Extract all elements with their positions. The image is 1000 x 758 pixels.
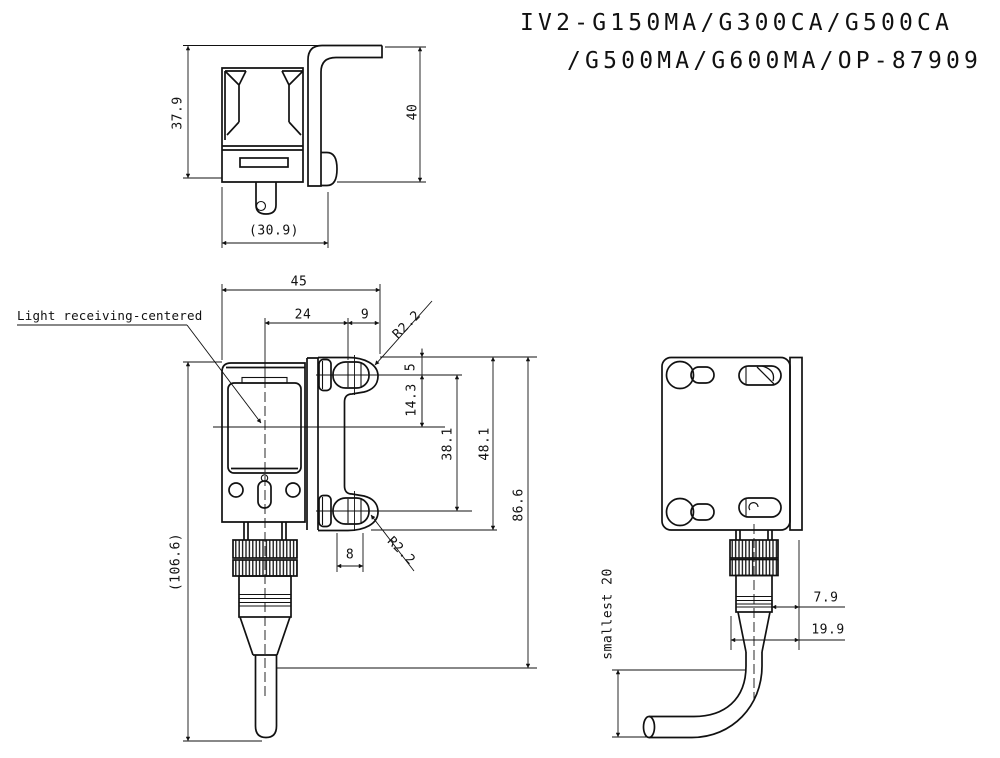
- dim-overall-width: (30.9): [249, 223, 299, 239]
- light-receiving-label: Light receiving-centered: [17, 308, 203, 323]
- dim-lens-center-24: 24: [294, 307, 312, 323]
- dim-slot-8: 8: [345, 547, 355, 563]
- dim-to-connector-866: 86.6: [511, 488, 527, 522]
- dim-width-45: 45: [290, 274, 308, 290]
- dim-depth-199: 19.9: [811, 622, 845, 638]
- front-view-dimensions: [17, 284, 537, 742]
- dim-hole-offset-9: 9: [360, 307, 370, 323]
- dim-body-height: 37.9: [170, 96, 186, 130]
- dim-bracket-height-481: 48.1: [477, 427, 493, 461]
- top-view-part-edges: [221, 44, 383, 215]
- top-view: [183, 44, 426, 248]
- dim-hole-pitch-381: 38.1: [440, 427, 456, 461]
- drawing-title-line-2: /G500MA/G600MA/OP-87909: [567, 48, 983, 74]
- dim-top-to-hole-5: 5: [403, 362, 419, 372]
- dim-hole-to-center-143: 14.3: [404, 383, 420, 417]
- front-view-part-edges: [221, 356, 379, 739]
- dim-overall-height-1066: (106.6): [168, 532, 184, 592]
- side-view-part-edges: [642, 356, 803, 739]
- front-view: [17, 284, 537, 742]
- cable-bend-label: smallest 20: [600, 568, 616, 660]
- side-view: [612, 356, 845, 739]
- dim-bracket-height: 40: [405, 103, 421, 121]
- dim-offset-79: 7.9: [813, 590, 839, 606]
- side-view-dimensions: [612, 524, 845, 738]
- top-view-dimensions: [183, 45, 426, 248]
- drawing-title-line-1: IV2-G150MA/G300CA/G500CA: [520, 10, 954, 36]
